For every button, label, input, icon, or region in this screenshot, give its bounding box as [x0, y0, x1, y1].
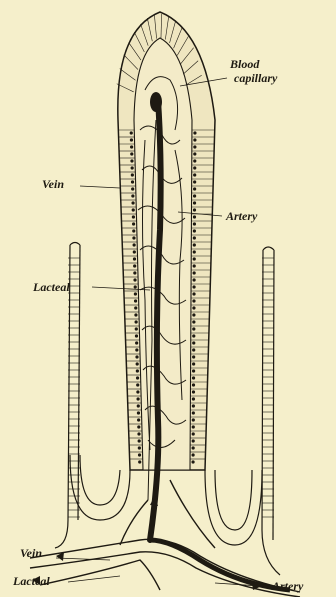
label-capillary: capillary [234, 72, 277, 85]
dark-base-vessel [150, 540, 290, 590]
label-lacteal-top: Lacteal [33, 281, 70, 294]
label-artery-top: Artery [226, 210, 257, 223]
label-vein-bottom: Vein [20, 547, 42, 560]
label-vein-top: Vein [42, 178, 64, 191]
capillary-tip-blob [150, 92, 162, 112]
base-vessels [30, 480, 300, 597]
label-blood: Blood [230, 58, 259, 71]
label-artery-bottom: Artery [272, 580, 303, 593]
label-lacteal-bottom: Lacteal [13, 575, 50, 588]
right-neighbour-villus [262, 247, 280, 575]
